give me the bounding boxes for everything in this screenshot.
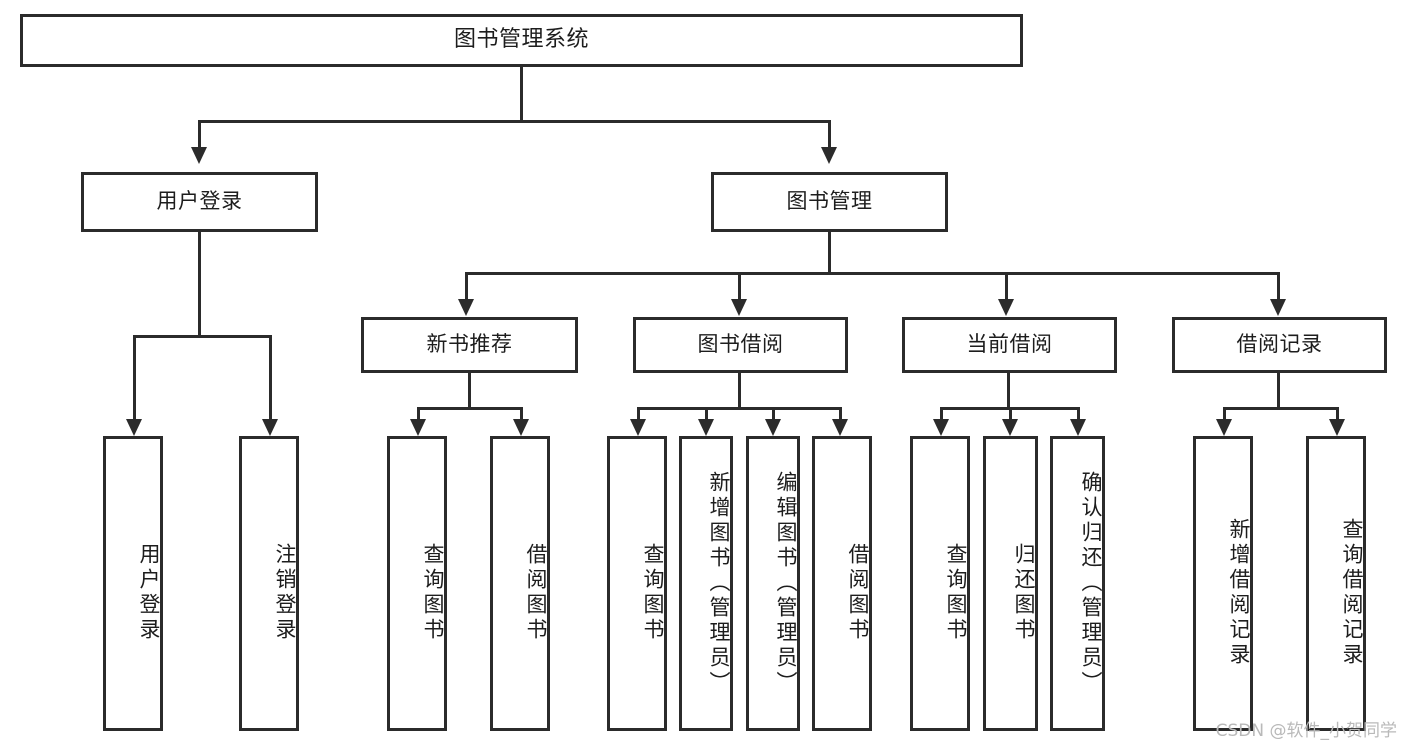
connector-book-borrow-drop-2 (705, 407, 708, 419)
connector-borrow-record-drop-1 (1223, 407, 1226, 419)
arrow-book-borrow-leaf-3 (765, 419, 781, 436)
arrow-borrow-record-leaf-2 (1329, 419, 1345, 436)
node-root-system[interactable]: 图书管理系统 (20, 14, 1023, 67)
leaf-current-query-book[interactable]: 查询图书 (910, 436, 970, 731)
connector-book-borrow-drop-1 (637, 407, 640, 419)
connector-user-login-bus (133, 335, 270, 338)
arrow-current-borrow-leaf-2 (1002, 419, 1018, 436)
connector-root-right-drop (828, 120, 831, 147)
arrow-to-borrow-record (1270, 299, 1286, 316)
arrow-new-book-leaf-2 (513, 419, 529, 436)
arrow-borrow-record-leaf-1 (1216, 419, 1232, 436)
arrow-current-borrow-leaf-1 (933, 419, 949, 436)
connector-new-book-bus (417, 407, 523, 410)
arrow-to-book-manage (821, 147, 837, 164)
node-current-borrow[interactable]: 当前借阅 (902, 317, 1117, 373)
arrow-current-borrow-leaf-3 (1070, 419, 1086, 436)
connector-new-book-drop-1 (417, 407, 420, 419)
connector-borrow-record-drop-2 (1336, 407, 1339, 419)
arrow-to-current-borrow (998, 299, 1014, 316)
node-user-login[interactable]: 用户登录 (81, 172, 318, 232)
connector-book-borrow-drop-4 (839, 407, 842, 419)
leaf-current-return-book[interactable]: 归还图书 (983, 436, 1038, 731)
leaf-new-book-borrow[interactable]: 借阅图书 (490, 436, 550, 731)
arrow-new-book-leaf-1 (410, 419, 426, 436)
leaf-borrow-query-book[interactable]: 查询图书 (607, 436, 667, 731)
node-borrow-record[interactable]: 借阅记录 (1172, 317, 1387, 373)
node-new-book-recommend[interactable]: 新书推荐 (361, 317, 578, 373)
connector-borrow-record-stem (1277, 373, 1280, 407)
connector-book-borrow-stem (738, 373, 741, 407)
leaf-logout[interactable]: 注销登录 (239, 436, 299, 731)
connector-current-borrow-drop-3 (1077, 407, 1080, 419)
arrow-book-borrow-leaf-4 (832, 419, 848, 436)
leaf-record-query[interactable]: 查询借阅记录 (1306, 436, 1366, 731)
leaf-borrow-add-book[interactable]: 新增图书（管理员） (679, 436, 733, 731)
leaf-current-confirm-return[interactable]: 确认归还（管理员） (1050, 436, 1105, 731)
connector-book-manage-stem (828, 232, 831, 272)
connector-book-borrow-bus (637, 407, 842, 410)
connector-user-login-drop-2 (269, 335, 272, 419)
arrow-book-borrow-leaf-2 (698, 419, 714, 436)
node-book-borrow[interactable]: 图书借阅 (633, 317, 848, 373)
connector-borrow-record-bus (1223, 407, 1339, 410)
arrow-to-new-book (458, 299, 474, 316)
connector-book-manage-drop-1 (465, 272, 468, 299)
watermark-csdn: CSDN @软件_小贺同学 (1215, 721, 1397, 741)
connector-book-borrow-drop-3 (772, 407, 775, 419)
connector-root-bus (198, 120, 831, 123)
connector-book-manage-bus (465, 272, 1280, 275)
connector-current-borrow-drop-2 (1009, 407, 1012, 419)
arrow-to-book-borrow (731, 299, 747, 316)
arrow-to-leaf-logout (262, 419, 278, 436)
connector-book-manage-drop-3 (1005, 272, 1008, 299)
leaf-new-book-query[interactable]: 查询图书 (387, 436, 447, 731)
leaf-record-add[interactable]: 新增借阅记录 (1193, 436, 1253, 731)
connector-current-borrow-drop-1 (940, 407, 943, 419)
leaf-borrow-edit-book[interactable]: 编辑图书（管理员） (746, 436, 800, 731)
connector-root-stem (520, 67, 523, 120)
connector-new-book-drop-2 (520, 407, 523, 419)
connector-root-left-drop (198, 120, 201, 147)
arrow-to-leaf-user-login (126, 419, 142, 436)
connector-user-login-stem (198, 232, 201, 335)
connector-new-book-stem (468, 373, 471, 407)
arrow-book-borrow-leaf-1 (630, 419, 646, 436)
connector-current-borrow-stem (1007, 373, 1010, 407)
node-book-manage[interactable]: 图书管理 (711, 172, 948, 232)
connector-book-manage-drop-4 (1277, 272, 1280, 299)
leaf-user-login[interactable]: 用户登录 (103, 436, 163, 731)
leaf-borrow-borrow-book[interactable]: 借阅图书 (812, 436, 872, 731)
connector-user-login-drop-1 (133, 335, 136, 419)
arrow-to-user-login (191, 147, 207, 164)
connector-book-manage-drop-2 (738, 272, 741, 299)
